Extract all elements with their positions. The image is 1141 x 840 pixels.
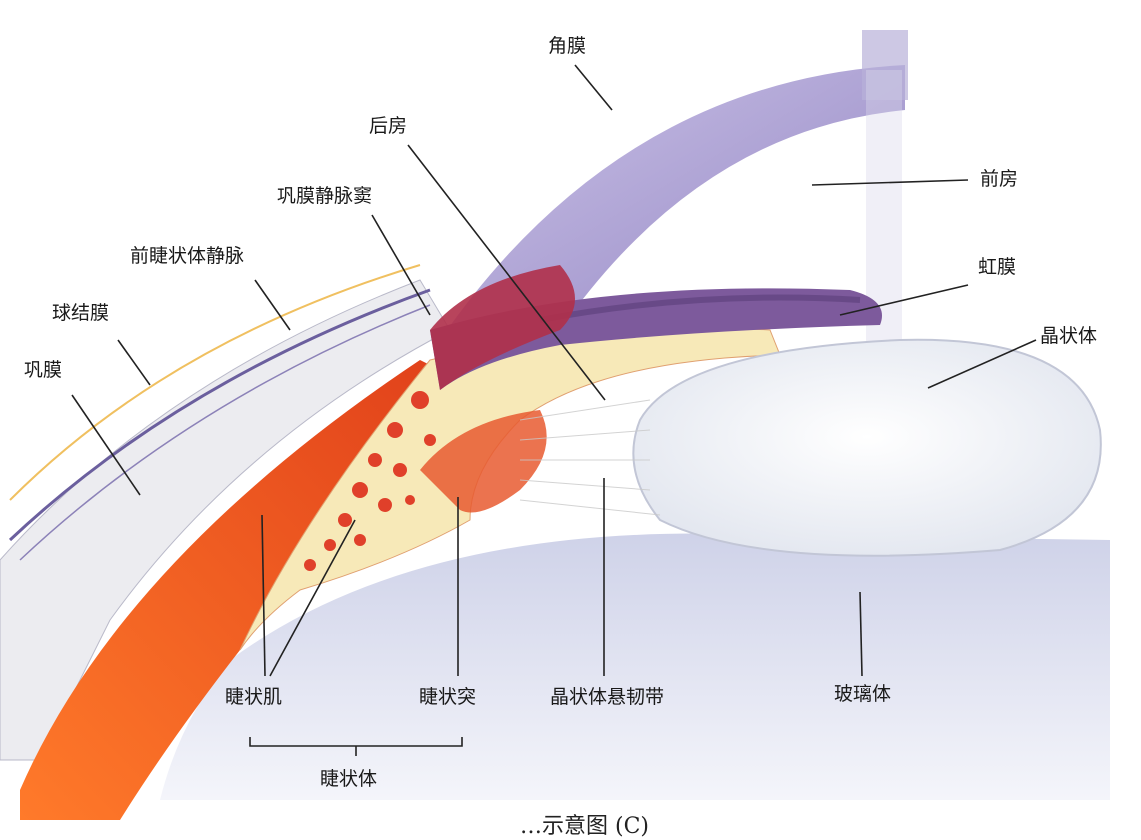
- label-sclera: 巩膜: [24, 361, 62, 380]
- label-zonule: 晶状体悬韧带: [550, 688, 664, 707]
- label-anterior-chamber: 前房: [980, 170, 1018, 189]
- label-scleral-venous-sinus: 巩膜静脉窦: [277, 187, 372, 206]
- label-anterior-ciliary-vein: 前睫状体静脉: [130, 247, 244, 266]
- label-ciliary-process: 睫状突: [419, 688, 476, 707]
- lens-shape: [633, 340, 1101, 556]
- label-posterior-chamber: 后房: [369, 117, 407, 136]
- figure-caption: …示意图 (C): [520, 808, 649, 840]
- label-cornea: 角膜: [548, 37, 586, 56]
- label-conjunctiva: 球结膜: [52, 304, 109, 323]
- label-vitreous: 玻璃体: [834, 685, 891, 704]
- label-ciliary-body: 睫状体: [320, 770, 377, 789]
- label-iris: 虹膜: [978, 258, 1016, 277]
- label-ciliary-muscle: 睫状肌: [225, 688, 282, 707]
- label-lens: 晶状体: [1040, 327, 1097, 346]
